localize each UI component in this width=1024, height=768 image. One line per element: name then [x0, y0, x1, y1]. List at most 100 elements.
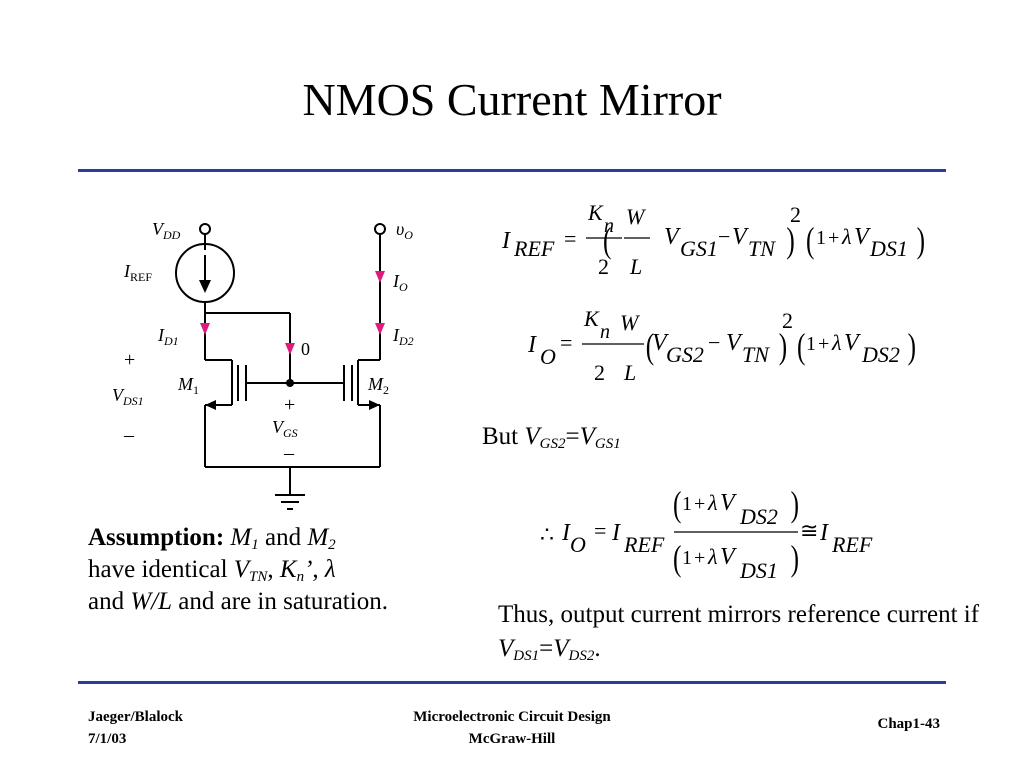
svg-text:(: ( [673, 538, 681, 579]
svg-text:REF: REF [831, 532, 873, 557]
svg-text:K: K [587, 200, 604, 225]
svg-text:I: I [611, 520, 621, 546]
svg-text:2: 2 [598, 254, 609, 278]
bottom-divider [78, 681, 946, 684]
svg-text:I: I [527, 332, 537, 358]
io-arrow-icon [375, 271, 385, 283]
svg-text:L: L [623, 360, 636, 385]
vds1-label: VDS1 [112, 385, 144, 408]
io-label: IO [392, 271, 408, 294]
svg-text:REF: REF [623, 532, 665, 557]
svg-text:REF: REF [513, 236, 555, 261]
vgs-minus: – [283, 442, 295, 464]
svg-text:V: V [732, 224, 749, 250]
vo-terminal [374, 223, 386, 235]
svg-text:GS2: GS2 [666, 342, 704, 367]
iref-equation: I REF = K n 2 W L ( V GS1 − V TN ) 2 ( 1… [498, 198, 938, 284]
footer-author: Jaeger/Blalock 7/1/03 [88, 706, 183, 750]
id1-label: ID1 [157, 325, 179, 348]
svg-text:V: V [726, 330, 743, 356]
svg-text:L: L [629, 254, 642, 278]
svg-text:V: V [720, 490, 737, 516]
vo-label: υO [396, 219, 413, 242]
svg-text:(: ( [603, 220, 611, 261]
svg-text:−: − [718, 224, 730, 249]
svg-text:K: K [583, 306, 600, 331]
vds1-minus: – [123, 424, 135, 446]
svg-text:DS1: DS1 [739, 558, 778, 583]
svg-text:=: = [560, 330, 572, 355]
svg-text:n: n [600, 321, 610, 343]
svg-text:(: ( [646, 326, 654, 367]
svg-text:+: + [694, 493, 705, 515]
svg-text:(: ( [806, 220, 814, 261]
svg-text:2: 2 [594, 360, 605, 385]
vgs-label: VGS [272, 417, 298, 440]
vdd-label: VDD [152, 219, 181, 242]
svg-text:V: V [720, 544, 737, 570]
svg-text:DS2: DS2 [739, 504, 778, 529]
svg-text:O: O [570, 532, 586, 557]
conclusion-text: Thus, output current mirrors reference c… [498, 601, 980, 664]
svg-text:λ: λ [707, 544, 718, 569]
gate-node [286, 379, 294, 387]
svg-text:I: I [819, 520, 829, 546]
svg-text:(: ( [673, 484, 681, 525]
svg-text:V: V [854, 224, 871, 250]
svg-text:V: V [664, 224, 681, 250]
svg-text:1: 1 [816, 227, 826, 249]
svg-text:+: + [828, 227, 839, 249]
top-divider [78, 169, 946, 172]
svg-text:(: ( [797, 326, 805, 367]
footer-chapter: Chap1-43 [877, 716, 940, 732]
svg-text:): ) [791, 484, 799, 525]
svg-text:GS1: GS1 [680, 236, 718, 261]
svg-text:1: 1 [806, 333, 816, 355]
footer-publisher: McGraw-Hill [468, 731, 556, 747]
svg-text:1: 1 [682, 547, 692, 569]
svg-text:O: O [540, 344, 556, 369]
vgs-plus: + [284, 394, 295, 416]
svg-text:2: 2 [790, 202, 801, 227]
svg-text:V: V [652, 330, 669, 356]
svg-text:n: n [604, 215, 614, 237]
svg-text:−: − [708, 330, 720, 355]
svg-text:∴: ∴ [540, 522, 554, 547]
svg-text:DS1: DS1 [869, 236, 908, 261]
ratio-equation: ∴ I O = I REF ( 1 + λ V DS2 ) ( 1 + λ V … [540, 480, 890, 596]
zero-current-label: 0 [301, 339, 310, 359]
svg-text:): ) [791, 538, 799, 579]
svg-text:TN: TN [748, 236, 776, 261]
svg-text:+: + [694, 547, 705, 569]
svg-text:): ) [917, 220, 925, 261]
id2-label: ID2 [392, 325, 414, 348]
m2-label: M2 [367, 374, 389, 397]
svg-text:I: I [561, 520, 571, 546]
but-statement: But VGS2=VGS1 [482, 423, 621, 452]
svg-text:): ) [786, 220, 794, 261]
vdd-terminal [199, 223, 211, 235]
svg-text:I: I [501, 228, 511, 254]
footer-book: Microelectronic Circuit Design McGraw-Hi… [352, 706, 672, 750]
svg-text:W: W [626, 204, 646, 229]
svg-text:λ: λ [831, 330, 842, 355]
svg-text:λ: λ [841, 224, 852, 249]
svg-text:=: = [594, 518, 606, 543]
footer-author-name: Jaeger/Blalock [88, 709, 183, 725]
svg-text:=: = [564, 226, 576, 251]
footer-book-title: Microelectronic Circuit Design [413, 709, 611, 725]
assumption-text: Assumption: M1 and M2 have identical VTN… [88, 524, 388, 615]
slide-title: NMOS Current Mirror [302, 74, 722, 125]
svg-text:1: 1 [682, 493, 692, 515]
io-equation: I O = K n 2 W L ( V GS2 − V TN ) 2 ( 1 +… [524, 306, 924, 392]
id2-arrow-icon [375, 323, 385, 335]
svg-text:2: 2 [782, 308, 793, 333]
svg-text:): ) [779, 326, 787, 367]
svg-text:W: W [620, 310, 640, 335]
svg-text:λ: λ [707, 490, 718, 515]
svg-text:TN: TN [742, 342, 770, 367]
footer-date: 7/1/03 [88, 731, 127, 747]
svg-text:): ) [908, 326, 916, 367]
vds1-plus: + [124, 349, 135, 371]
id1-arrow-icon [200, 323, 210, 335]
